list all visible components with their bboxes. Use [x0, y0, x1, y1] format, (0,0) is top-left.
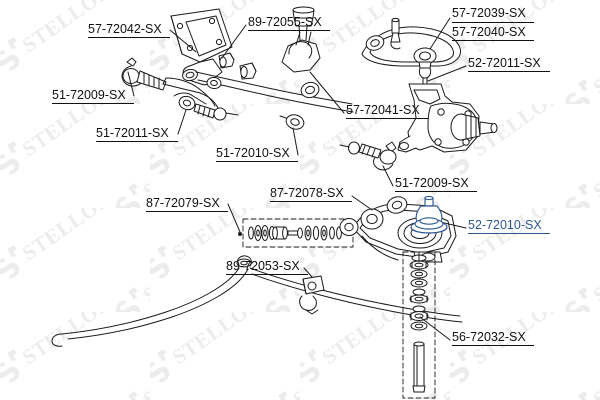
part-label-text: 89-72055-SX: [248, 15, 322, 29]
label-underline: [216, 161, 298, 162]
label-underline: [468, 71, 550, 72]
part-label-text: 87-72078-SX: [270, 186, 344, 200]
part-tie-rod-end-left: [121, 57, 219, 109]
part-label-89-72053-sx[interactable]: 89-72053-SX: [226, 259, 308, 275]
label-underline: [452, 40, 534, 41]
label-underline: [88, 37, 170, 38]
part-label-87-72079-sx[interactable]: 87-72079-SX: [146, 196, 228, 212]
part-label-52-72011-sx[interactable]: 52-72011-SX: [468, 56, 550, 72]
label-underline: [226, 274, 308, 275]
label-underline: [468, 233, 550, 234]
part-tie-rod-end-right: [339, 141, 397, 171]
part-lower-ball-joint-highlighted: [410, 195, 448, 234]
label-underline: [52, 103, 134, 104]
label-underline: [270, 201, 352, 202]
part-label-text: 57-72039-SX: [452, 6, 526, 20]
part-label-text: 51-72009-SX: [52, 88, 126, 102]
part-label-51-72010-sx[interactable]: 51-72010-SX: [216, 146, 298, 162]
part-pitman-arm: [281, 6, 321, 73]
part-label-text: 51-72010-SX: [216, 146, 290, 160]
part-label-text: 51-72011-SX: [96, 126, 169, 140]
part-label-text: 89-72053-SX: [226, 259, 300, 273]
part-label-text: 57-72041-SX: [346, 103, 420, 117]
part-stabilizer-bushing-small: [218, 52, 257, 80]
label-underline: [395, 191, 477, 192]
part-label-57-72040-sx[interactable]: 57-72040-SX: [452, 22, 534, 41]
part-upper-ball-joint: [418, 67, 432, 85]
part-label-89-72055-sx[interactable]: 89-72055-SX: [248, 15, 330, 31]
part-stabilizer-bar-bushing: [299, 275, 325, 315]
label-underline: [96, 141, 178, 142]
part-label-87-72078-sx[interactable]: 87-72078-SX: [270, 186, 352, 202]
part-idler-arm-bracket: [170, 8, 233, 86]
part-label-56-72032-sx[interactable]: 56-72032-SX: [452, 330, 534, 346]
part-label-text: 56-72032-SX: [452, 330, 526, 344]
part-tie-rod-end-inner: [173, 92, 239, 121]
part-label-57-72042-sx[interactable]: 57-72042-SX: [88, 22, 170, 38]
label-underline: [146, 211, 228, 212]
label-overline: [452, 22, 534, 23]
part-label-text: 52-72011-SX: [468, 56, 541, 70]
part-steering-knuckle: [397, 83, 498, 153]
part-label-51-72009-sx-right[interactable]: 51-72009-SX: [395, 176, 477, 192]
part-label-57-72039-sx[interactable]: 57-72039-SX: [452, 6, 526, 20]
leader-lines: [127, 17, 467, 341]
part-label-52-72010-sx-highlighted[interactable]: 52-72010-SX: [468, 218, 550, 234]
label-underline: [248, 30, 330, 31]
part-label-text: 52-72010-SX: [468, 218, 542, 232]
part-label-text: 57-72042-SX: [88, 22, 162, 36]
part-label-51-72011-sx[interactable]: 51-72011-SX: [96, 126, 178, 142]
part-bushing-kit-78: [242, 218, 354, 248]
part-upper-control-arm: [361, 17, 461, 69]
part-center-link: [195, 71, 354, 130]
part-label-51-72009-sx-left[interactable]: 51-72009-SX: [52, 88, 134, 104]
part-label-text: 87-72079-SX: [146, 196, 220, 210]
label-underline: [452, 345, 534, 346]
part-label-text: 57-72040-SX: [452, 25, 526, 39]
label-underline: [346, 118, 428, 119]
part-label-text: 51-72009-SX: [395, 176, 469, 190]
part-label-57-72041-sx[interactable]: 57-72041-SX: [346, 103, 428, 119]
